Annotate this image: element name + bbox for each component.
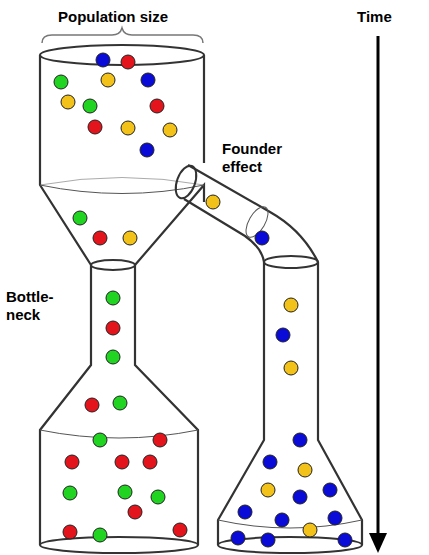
time-arrow: [377, 36, 380, 537]
allele-ball: [303, 523, 317, 537]
allele-ball: [284, 361, 298, 375]
founder-wall: [318, 262, 362, 545]
allele-ball: [238, 505, 252, 519]
allele-ball: [106, 291, 120, 305]
allele-ball: [298, 463, 312, 477]
population-level: [40, 185, 204, 194]
allele-ball: [106, 350, 120, 364]
tube-rim: [264, 256, 318, 268]
container-base: [40, 537, 198, 553]
axis-label: Time: [357, 8, 417, 26]
allele-ball: [106, 321, 120, 335]
allele-ball: [93, 231, 107, 245]
container-wall: [40, 55, 91, 265]
allele-ball: [328, 511, 342, 525]
tube-rim: [91, 260, 135, 270]
allele-ball: [115, 455, 129, 469]
allele-ball: [96, 53, 110, 67]
bottleneck-wall: [135, 265, 198, 545]
allele-ball: [206, 195, 220, 209]
allele-ball: [83, 99, 97, 113]
axis-label: Population size: [58, 8, 208, 26]
allele-ball: [263, 455, 277, 469]
population-level: [40, 430, 198, 438]
allele-ball: [61, 95, 75, 109]
allele-ball: [261, 533, 275, 547]
allele-ball: [63, 486, 77, 500]
allele-ball: [88, 120, 102, 134]
allele-ball: [85, 398, 99, 412]
population-brace: [42, 28, 203, 43]
allele-ball: [173, 523, 187, 537]
allele-ball: [118, 485, 132, 499]
allele-ball: [141, 73, 155, 87]
allele-ball: [121, 121, 135, 135]
allele-ball: [121, 55, 135, 69]
allele-ball: [128, 505, 142, 519]
allele-ball: [143, 455, 157, 469]
allele-ball: [293, 433, 307, 447]
allele-ball: [153, 433, 167, 447]
allele-ball: [123, 231, 137, 245]
allele-ball: [255, 231, 269, 245]
allele-ball: [261, 483, 275, 497]
allele-ball: [65, 455, 79, 469]
allele-ball: [54, 75, 68, 89]
allele-ball: [63, 525, 77, 539]
allele-ball: [151, 490, 165, 504]
allele-ball: [163, 123, 177, 137]
allele-ball: [113, 396, 127, 410]
population-level: [40, 178, 204, 186]
allele-ball: [293, 490, 307, 504]
time-arrow-head: [369, 533, 387, 553]
allele-ball: [275, 513, 289, 527]
allele-ball: [323, 483, 337, 497]
allele-ball: [93, 528, 107, 542]
founder-wall: [218, 262, 264, 545]
allele-ball: [284, 298, 298, 312]
allele-ball: [73, 211, 87, 225]
allele-ball: [93, 433, 107, 447]
founder-wall: [184, 199, 264, 262]
process-label: Bottle- neck: [6, 288, 62, 324]
allele-ball: [276, 328, 290, 342]
allele-ball: [101, 73, 115, 87]
process-label: Founder effect: [222, 140, 300, 176]
allele-ball: [140, 143, 154, 157]
container-wall: [135, 55, 204, 265]
allele-ball: [231, 531, 245, 545]
allele-ball: [338, 533, 352, 547]
bottleneck-wall: [40, 265, 91, 545]
allele-ball: [150, 99, 164, 113]
